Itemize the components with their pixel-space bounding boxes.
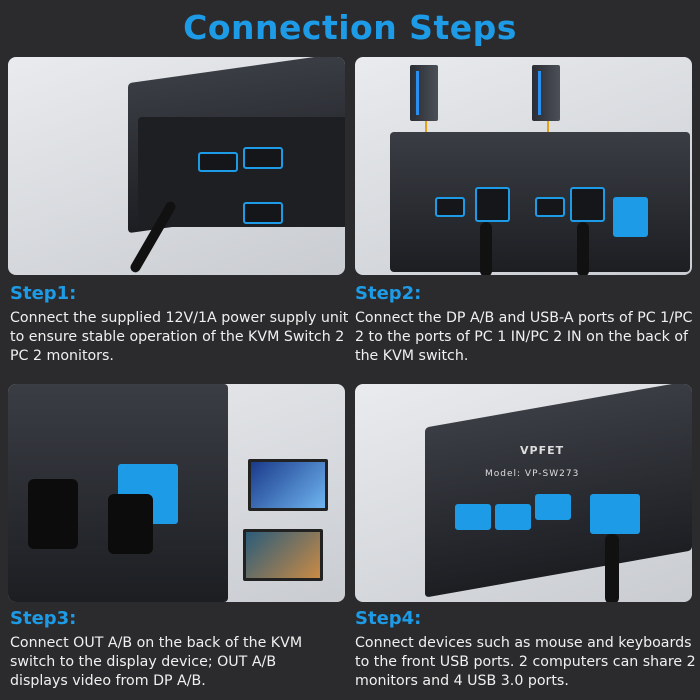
step1-label: Step1: xyxy=(10,283,77,304)
step1-text: Connect the supplied 12V/1A power supply… xyxy=(10,310,349,364)
step3-image xyxy=(8,384,345,602)
step2-text: Connect the DP A/B and USB-A ports of PC… xyxy=(355,310,693,364)
step1-image xyxy=(8,57,345,275)
step4-label: Step4: xyxy=(355,608,422,629)
page-title: Connection Steps xyxy=(183,8,517,47)
step4-image: VPFET Model: VP-SW273 xyxy=(355,384,692,602)
step2-label: Step2: xyxy=(355,283,422,304)
step3-label: Step3: xyxy=(10,608,77,629)
step3-text: Connect OUT A/B on the back of the KVM s… xyxy=(10,635,303,689)
step4-text: Connect devices such as mouse and keyboa… xyxy=(355,635,696,689)
step2-image xyxy=(355,57,692,275)
model-label: Model: VP-SW273 xyxy=(485,469,580,479)
brand-logo: VPFET xyxy=(520,444,565,457)
